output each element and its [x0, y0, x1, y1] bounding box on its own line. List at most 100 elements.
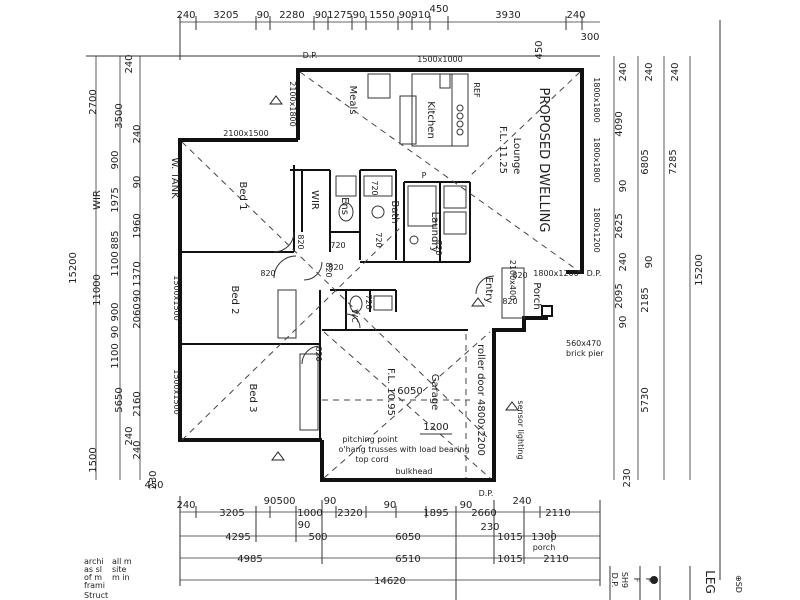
left-dim: 1370 — [132, 261, 143, 286]
door-size: 720 — [370, 180, 379, 195]
bottom-dim: 1015 — [497, 554, 522, 565]
left-dim: 90 — [132, 176, 143, 189]
level-marker-icon — [269, 95, 283, 105]
downpipe-label: D.P. — [303, 51, 318, 60]
margin-note: as sl — [84, 565, 102, 574]
bottom-dim: 1895 — [423, 508, 448, 519]
garage-width: 6050 — [397, 386, 422, 397]
bottom-dim: 1300 — [531, 532, 556, 543]
bottom-dim: 6050 — [395, 532, 420, 543]
bottom-dim: 90 — [460, 500, 473, 511]
bottom-dim: 2320 — [337, 508, 362, 519]
right-dim: 7285 — [668, 149, 679, 174]
top-dim: 300 — [580, 32, 599, 43]
left-dim: 230 — [148, 470, 159, 489]
left-dim: 1500 — [88, 447, 99, 472]
bottom-dim: 4295 — [225, 532, 250, 543]
pitching-note: top cord — [355, 455, 388, 464]
door-size: 720 — [364, 294, 373, 309]
right-dimension-strings: 240 4090 90 2625 240 2095 90 240 6805 90… — [613, 56, 705, 488]
bottom-dim: 90 — [298, 520, 311, 531]
left-dim: 1960 — [132, 213, 143, 238]
legend-block: SH9 F F D.P. LEG ⊕SD — [609, 566, 743, 600]
top-dim: 3930 — [495, 10, 520, 21]
window-size: 1800x1200 — [533, 269, 578, 278]
legend-item: D.P. — [610, 573, 619, 588]
legend-symbol: ⊕SD — [734, 575, 743, 593]
pitching-note: pitching point — [342, 435, 397, 444]
pantry-label: P — [422, 171, 427, 180]
porch-label: Porch — [531, 282, 542, 310]
door-size: 820 — [324, 262, 333, 277]
legend-dot-icon — [650, 576, 658, 584]
plan-notes: roller door 4800x2200 pitching point o'h… — [303, 51, 605, 498]
ref-label: REF — [472, 82, 481, 98]
margin-note: archi — [84, 557, 104, 566]
window-size: 1800x1200 — [592, 207, 601, 252]
water-tank-label: W. TANK — [169, 157, 180, 199]
margin-notes: archi as sl of m frami all m site m in S… — [84, 557, 132, 600]
bottom-dimension-strings: 240 3205 90 500 1000 90 2320 90 1895 90 … — [176, 496, 601, 600]
left-dim: 240 — [132, 440, 143, 459]
bottom-dim: 90 — [384, 500, 397, 511]
left-dim: 240 — [124, 54, 135, 73]
window-size: 2100x1800 — [288, 81, 297, 126]
right-dim: 6805 — [640, 149, 651, 174]
right-dim: 5730 — [640, 387, 651, 412]
title-label: PROPOSED DWELLING — [536, 88, 551, 233]
left-dim: 450 — [144, 480, 163, 491]
left-dim: 900 — [110, 150, 121, 169]
left-dim: 885 — [110, 230, 121, 249]
interior-walls — [180, 165, 553, 440]
top-dim: 1550 — [369, 10, 394, 21]
garage-floor-level: F.L. 10.95 — [385, 368, 396, 416]
top-dim: 240 — [176, 10, 195, 21]
left-dim: 1975 — [110, 187, 121, 212]
legend-item: F — [644, 578, 653, 583]
top-dimension-string: 240 3205 90 2280 90 1275 90 1550 90 910 … — [86, 4, 721, 580]
bottom-total: 14620 — [374, 576, 406, 587]
left-dim: 1100 — [110, 343, 121, 368]
top-dim: 2280 — [279, 10, 304, 21]
door-swings — [273, 231, 495, 365]
margin-note: Struct — [84, 591, 108, 600]
top-dim: 450 — [429, 4, 448, 15]
right-dim: 90 — [644, 256, 655, 269]
bottom-dim: 500 — [276, 496, 295, 507]
door-size: 820 — [328, 263, 343, 272]
top-dim: 1275 — [327, 10, 352, 21]
floor-level-label: F.L. 11.25 — [497, 126, 508, 174]
top-dim: 90 — [315, 10, 328, 21]
legend-item: SH9 — [620, 572, 629, 588]
top-dim: 240 — [566, 10, 585, 21]
window-size: 1500x1000 — [417, 55, 462, 64]
left-dim: 5650 — [114, 387, 125, 412]
window-size: 1500x1500 — [172, 275, 181, 320]
door-size: 720 — [434, 240, 443, 255]
bottom-dim: 240 — [176, 500, 195, 511]
door-size: 820 — [502, 297, 517, 306]
door-size: 820 — [296, 234, 305, 249]
pier-note: 560x470 — [566, 339, 601, 348]
right-dim: 240 — [670, 62, 681, 81]
right-dim: 2095 — [614, 283, 625, 308]
window-size: 1800x1800 — [592, 137, 601, 182]
bottom-dim: 1015 — [497, 532, 522, 543]
bottom-dim: 2110 — [545, 508, 570, 519]
top-dim: 3205 — [213, 10, 238, 21]
pier-note: brick pier — [566, 349, 604, 358]
ensuite-label: Ens — [339, 197, 350, 215]
left-dim: 2700 — [88, 89, 99, 114]
pitching-note: o'hang trusses with load bearing — [339, 445, 470, 454]
door-size: 720 — [374, 232, 383, 247]
right-dim: 240 — [618, 62, 629, 81]
top-dim: 910 — [411, 10, 430, 21]
roller-door-note: roller door 4800x2200 — [475, 344, 486, 456]
bottom-dim: 2660 — [471, 508, 496, 519]
lounge-label: Lounge — [511, 138, 522, 175]
downpipe-label: D.P. — [479, 489, 494, 498]
level-marker-icon — [471, 297, 485, 307]
left-dim: 1100 — [110, 251, 121, 276]
bottom-dim: 4985 — [237, 554, 262, 565]
